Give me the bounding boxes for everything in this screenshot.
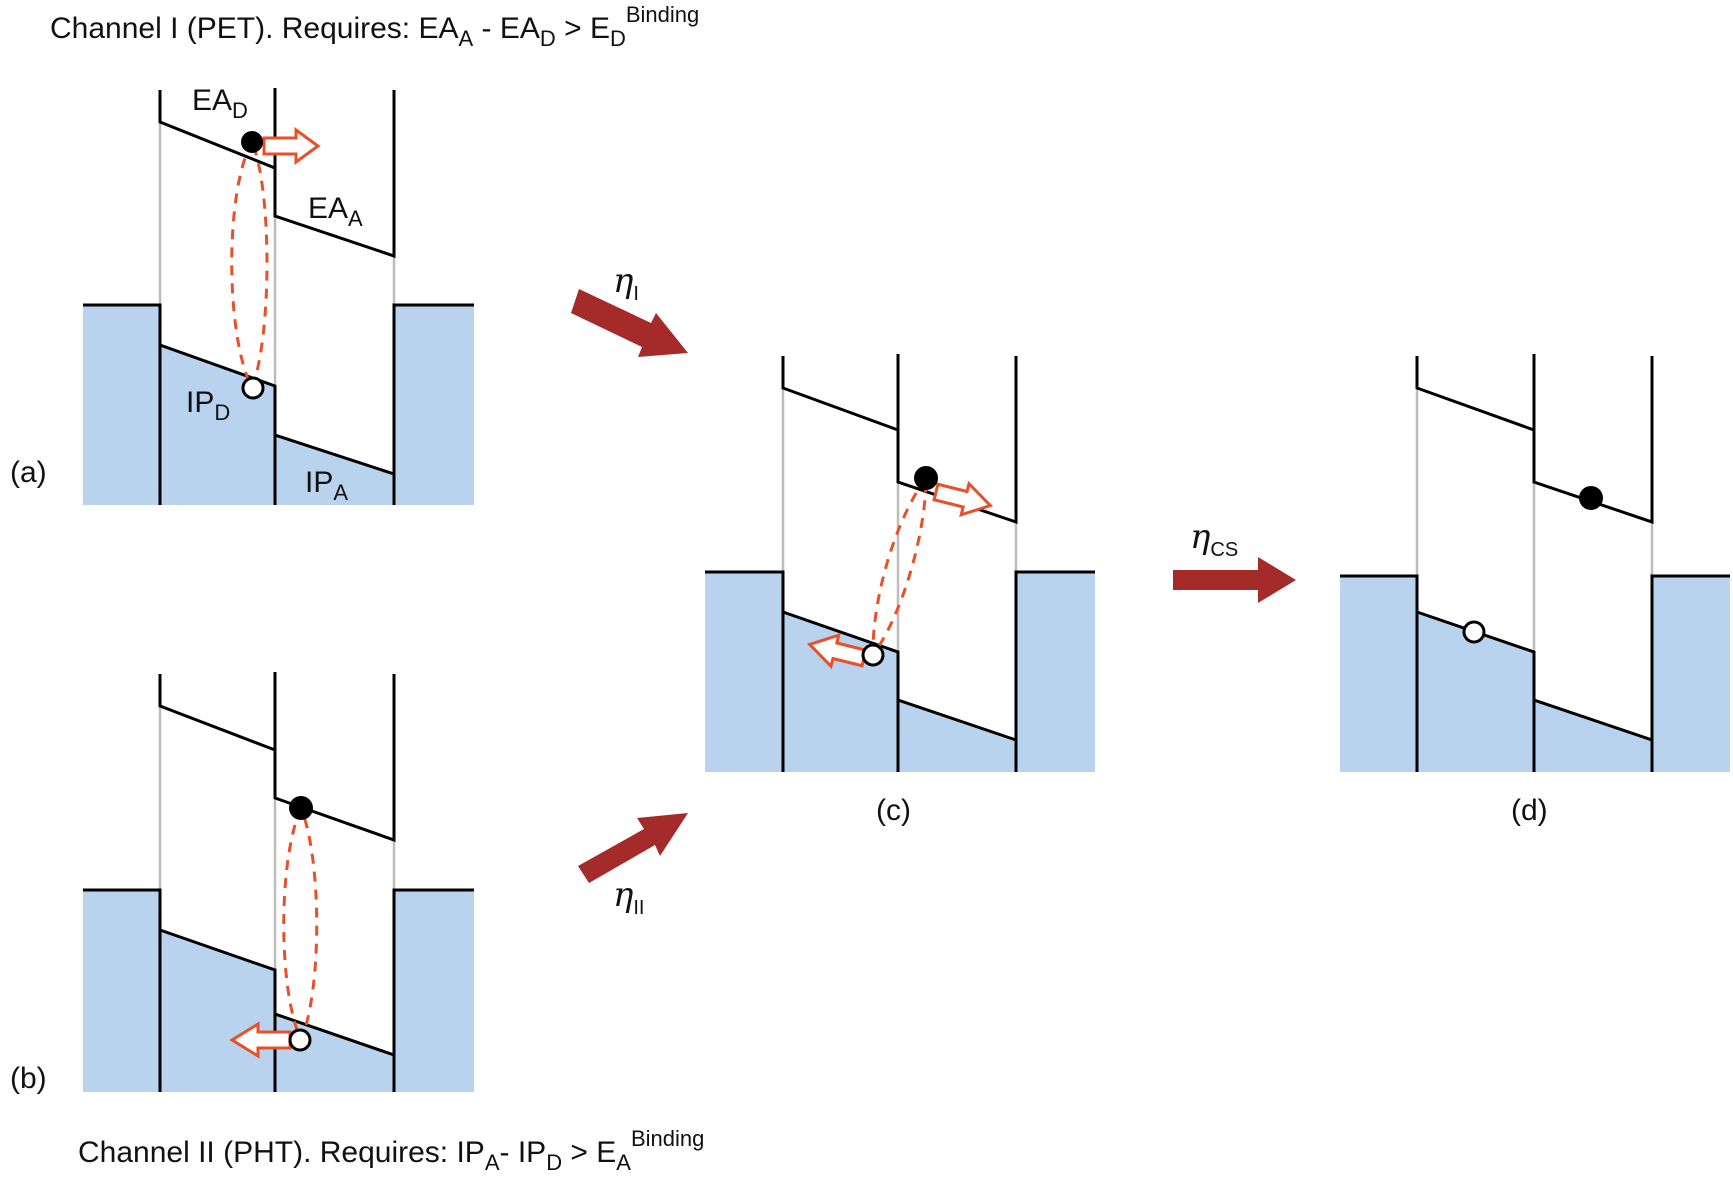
panel-d: (d) [1340,354,1730,827]
panel-d-electron [1579,486,1603,510]
panel-a-hole [241,376,265,400]
panel-d-hole [1462,620,1486,644]
panel-c-right-electrode-edge [1014,570,1095,772]
panel-a-electron-transfer-arrow [262,127,321,165]
panel-d-electrode-right [1652,576,1730,772]
panel-a-donor-lumo [158,88,277,171]
panel-d-right-electrode-edge [1650,574,1730,772]
eta-i-arrow [571,289,688,357]
ea-d-label: EAD [192,84,248,123]
panel-b-hole [288,1028,312,1052]
ip-a-label: IPA [305,466,348,505]
panel-c-donor-lumo [781,354,900,433]
panel-d-label: (d) [1511,794,1548,827]
panel-a-right-electrode-edge [392,303,474,505]
panel-b-donor-lumo [158,672,277,753]
panel-b-exciton [282,804,319,1044]
eta-cs-arrow [1173,557,1296,603]
eta-ii-arrow [578,813,688,883]
panel-a-label: (a) [10,456,47,489]
panel-d-donor-band [1340,576,1652,772]
panel-c-left-electrode-edge [705,570,785,772]
panel-a-electron [241,131,263,153]
panel-b-electrode-right [394,890,474,1092]
panel-c-exciton [871,473,928,660]
panel-d-donor-lumo [1415,354,1536,433]
panel-c-label: (c) [876,794,911,827]
panel-b-hole-transfer-arrow [229,1021,292,1059]
panel-b-electron [289,796,313,820]
eta-ii-label: ηII [613,875,645,919]
panel-c-electron-arrow [932,480,994,518]
panel-a-acceptor-lumo [273,90,396,259]
panel-a-exciton [230,138,269,392]
ea-a-label: EAA [308,192,363,231]
channel-ii-heading: Channel II (PHT). Requires: IPA- IPD > E… [78,1126,704,1175]
panel-c-hole-arrow [806,632,868,670]
eta-cs-label: ηCS [1190,517,1238,561]
ip-d-label: IPD [186,386,230,425]
panel-c-hole [861,643,885,667]
panel-a: EAD EAA IPD IPA (a) [10,84,474,505]
panel-b-left-electrode-edge [83,888,162,1092]
panel-c-donor-band [705,572,1016,772]
panel-d-left-electrode-edge [1340,574,1419,772]
panel-b: (b) [10,672,474,1095]
panel-b-acceptor-lumo [273,674,396,843]
panel-a-left-electrode-edge [83,303,162,505]
panel-b-right-electrode-edge [392,888,474,1092]
panel-c-electron [914,466,938,490]
panel-a-donor-band [83,305,394,505]
panel-b-label: (b) [10,1062,47,1095]
channel-i-heading: Channel I (PET). Requires: EAA - EAD > E… [50,2,699,51]
panel-c-electrode-right [1016,572,1095,772]
eta-i-label: ηI [613,261,639,305]
panel-c: (c) [705,354,1095,827]
panel-b-donor-band [83,890,394,1092]
panel-a-electrode-right [394,305,474,505]
